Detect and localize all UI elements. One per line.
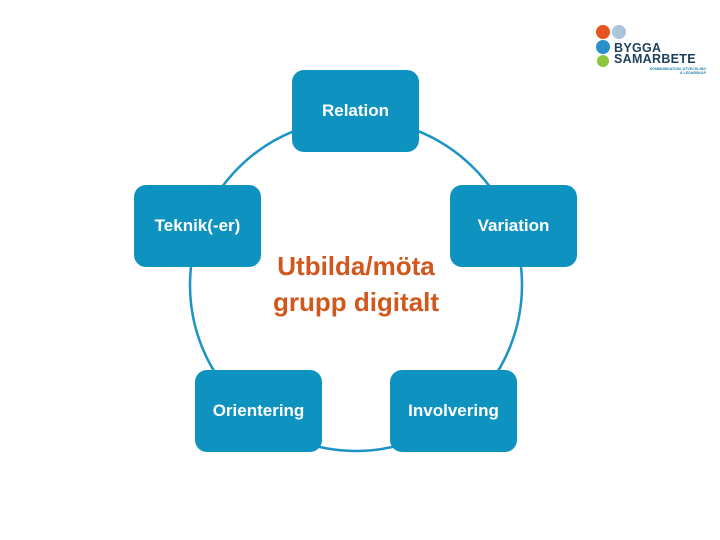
logo-wordmark: BYGGA SAMARBETE bbox=[614, 41, 696, 66]
center-title-line-1: Utbilda/möta bbox=[277, 251, 435, 281]
node-variation: Variation bbox=[450, 185, 577, 267]
logo-dots-icon bbox=[596, 25, 626, 67]
node-orientering: Orientering bbox=[195, 370, 322, 452]
logo-tagline-line-1: KOMMUNIKATION, UTVECKLING bbox=[649, 67, 706, 71]
logo-tagline: KOMMUNIKATION, UTVECKLING & LEDARSKAP bbox=[616, 67, 706, 75]
center-title-line-2: grupp digitalt bbox=[272, 287, 440, 317]
node-teknik: Teknik(-er) bbox=[134, 185, 261, 267]
logo-line-2: SAMARBETE bbox=[614, 52, 696, 66]
logo-tagline-line-2: & LEDARSKAP bbox=[680, 71, 706, 75]
logo-line-1: BYGGA bbox=[614, 41, 662, 55]
bygga-samarbete-logo: BYGGA SAMARBETE KOMMUNIKATION, UTVECKLIN… bbox=[594, 24, 706, 84]
node-relation: Relation bbox=[292, 70, 419, 152]
center-title: Utbilda/möta grupp digitalt bbox=[240, 248, 472, 320]
node-involvering: Involvering bbox=[390, 370, 517, 452]
